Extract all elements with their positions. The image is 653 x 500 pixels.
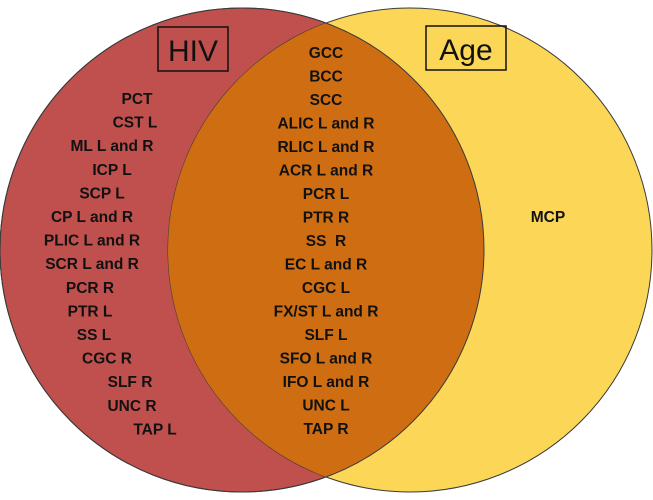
overlap-item: GCC [309, 45, 343, 62]
hiv-only-item: CST L [113, 115, 158, 132]
hiv-only-item: ICP L [92, 162, 131, 179]
hiv-only-item: PTR L [68, 303, 113, 320]
overlap-item: IFO L and R [283, 374, 370, 391]
overlap-item: BCC [309, 69, 343, 86]
overlap-item: CGC L [302, 280, 350, 297]
hiv-only-item: SCR L and R [45, 256, 139, 273]
age-label-border [425, 25, 507, 71]
overlap-item: ALIC L and R [277, 116, 374, 133]
hiv-only-item: SS L [77, 327, 111, 344]
hiv-label-box: HIV [157, 26, 229, 72]
hiv-only-item: PCT [122, 91, 154, 108]
overlap-item: SCC [310, 92, 343, 109]
hiv-only-item: TAP L [133, 421, 176, 438]
overlap-item: EC L and R [285, 257, 367, 274]
hiv-label-border [157, 26, 229, 72]
overlap-item: RLIC L and R [277, 139, 374, 156]
hiv-only-item: PLIC L and R [44, 233, 140, 250]
overlap-item: PTR R [303, 210, 350, 227]
hiv-only-item: SLF R [108, 374, 153, 391]
hiv-only-item: CP L and R [51, 209, 133, 226]
overlap-item: ACR L and R [279, 163, 373, 180]
hiv-only-item: SCP L [79, 185, 124, 202]
overlap-item: UNC L [302, 398, 349, 415]
age-label-box: Age [425, 25, 507, 71]
hiv-only-item: CGC R [82, 351, 132, 368]
overlap-region [168, 8, 484, 492]
overlap-item: FX/ST L and R [274, 304, 379, 321]
hiv-label: HIV [168, 35, 218, 68]
age-only-list: MCP [531, 209, 565, 226]
overlap-item: SS R [306, 233, 346, 250]
hiv-only-item: PCR R [66, 280, 114, 297]
hiv-only-item: UNC R [107, 398, 156, 415]
overlap-item: SFO L and R [280, 351, 373, 368]
overlap-item: SLF L [304, 327, 347, 344]
overlap-item: PCR L [303, 186, 350, 203]
overlap-item: TAP R [303, 421, 348, 438]
overlap-list: GCC BCC SCC ALIC L and R RLIC L and R ACR L a… [274, 45, 379, 438]
hiv-only-list: PCT CST L ML L and R ICP L SCP L CP L and R PL… [44, 91, 177, 438]
hiv-circle-outline [0, 7, 485, 493]
age-label: Age [439, 34, 492, 67]
age-only-item: MCP [531, 209, 565, 226]
hiv-only-item: ML L and R [71, 138, 154, 155]
